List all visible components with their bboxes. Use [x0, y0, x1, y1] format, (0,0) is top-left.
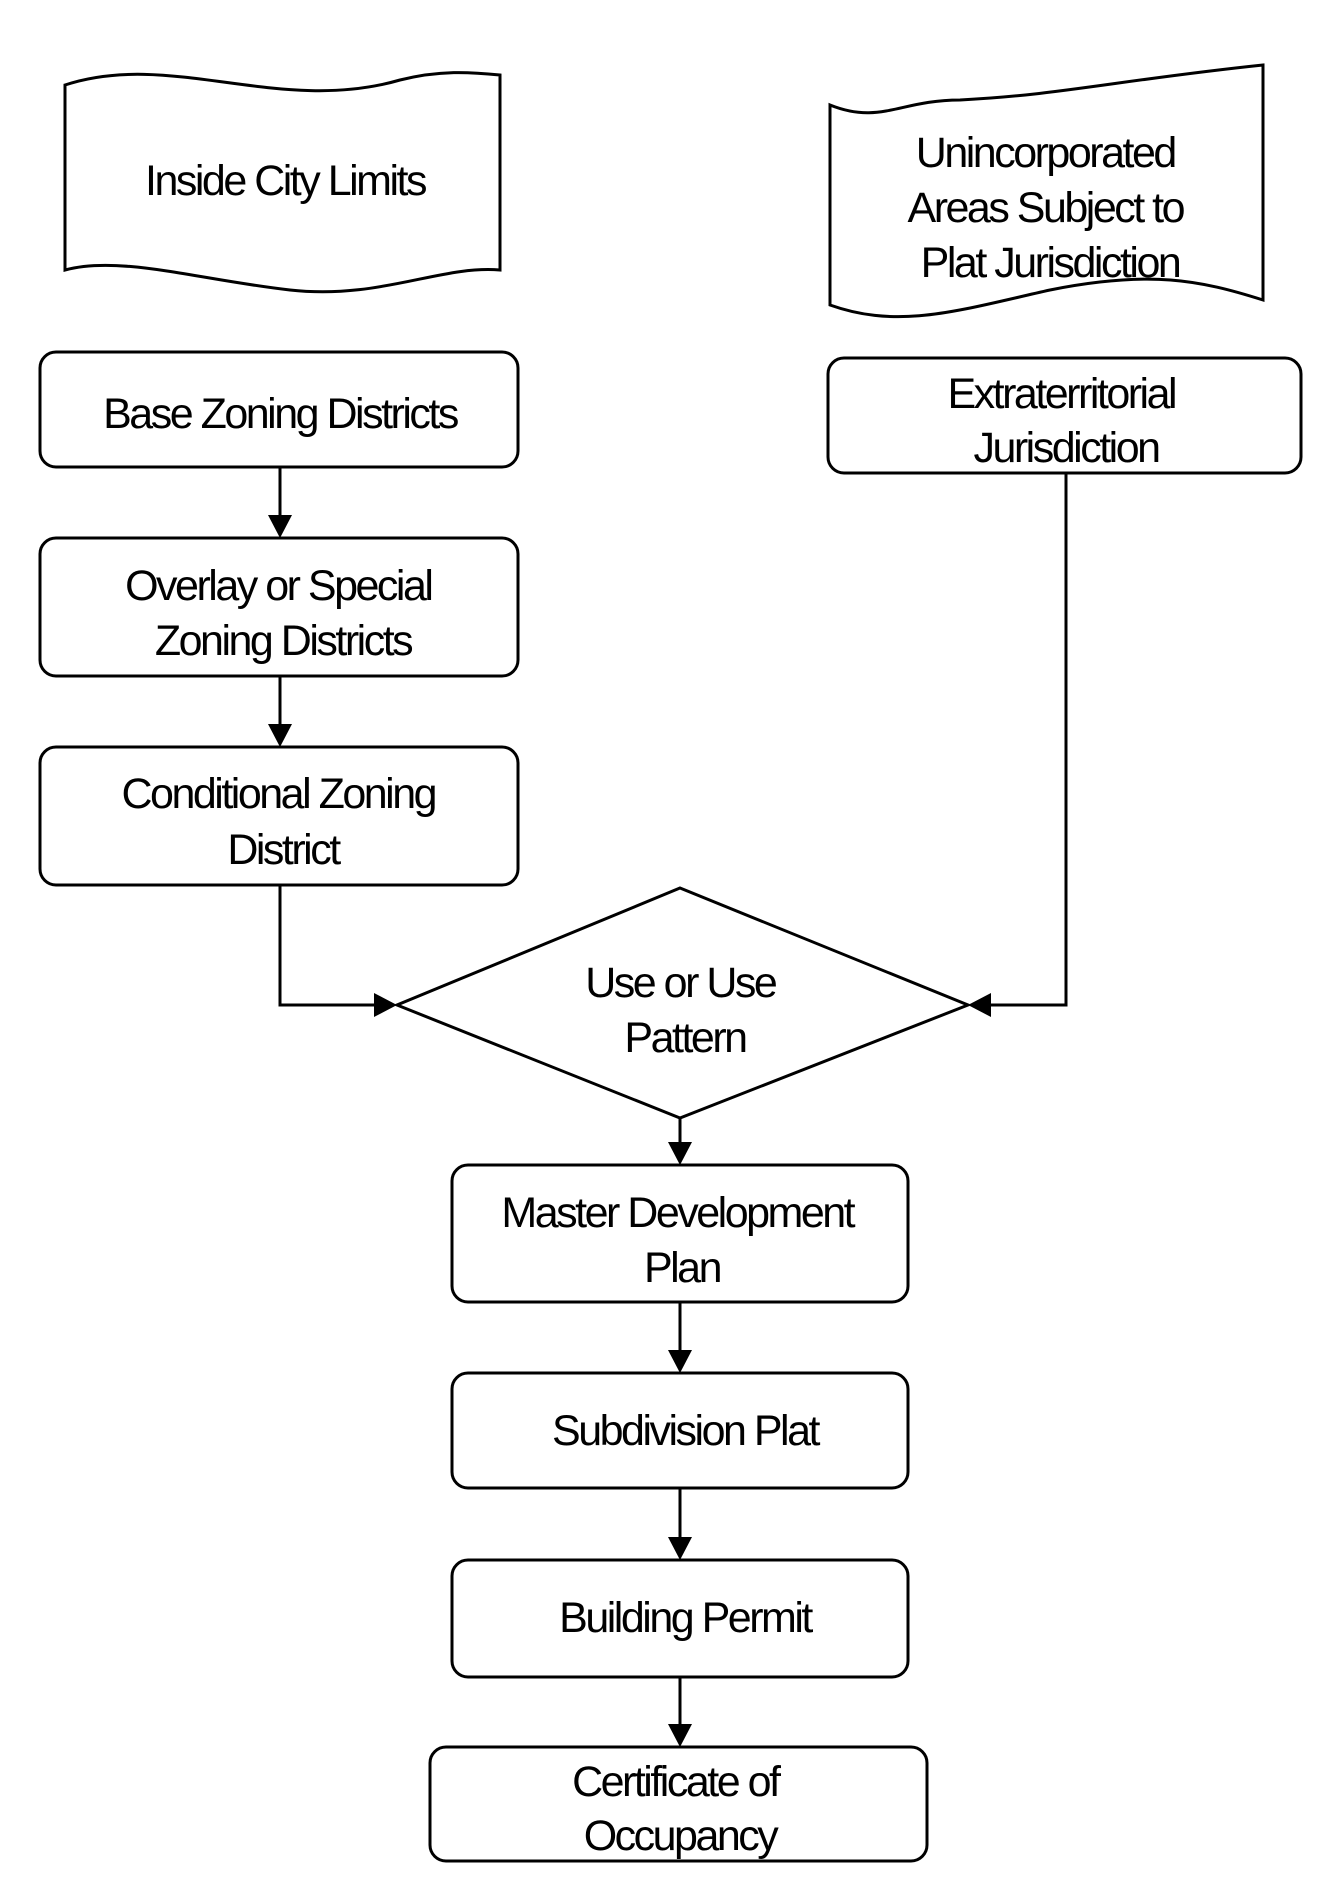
node-base-zoning-districts-label: Base Zoning Districts: [103, 390, 458, 438]
arrowhead-down: [668, 1537, 692, 1560]
node-subdivision-plat: Subdivision Plat: [450, 1371, 910, 1490]
node-use-or-use-pattern: Use or Use Pattern: [393, 886, 973, 1120]
node-use-or-use-pattern-label: Use or Use Pattern: [585, 959, 785, 1062]
arrowhead-down: [268, 515, 292, 538]
arrowhead-down: [668, 1724, 692, 1747]
node-overlay-special-zoning-label: Overlay or Special Zoning Districts: [125, 562, 441, 665]
connector-conditional-to-use: [278, 885, 397, 1017]
connector-overlay-to-conditional: [268, 676, 292, 747]
connector-extraterritorial-to-use: [968, 473, 1068, 1017]
node-unincorporated-areas: Unincorporated Areas Subject to Plat Jur…: [828, 63, 1265, 319]
node-extraterritorial-jurisdiction: Extraterritorial Jurisdiction: [826, 356, 1303, 475]
connector-base-to-overlay: [268, 467, 292, 538]
node-master-development-plan-label: Master Development Plan: [501, 1189, 862, 1292]
arrowhead-down: [268, 724, 292, 747]
node-subdivision-plat-label: Subdivision Plat: [552, 1407, 821, 1455]
connector-building-to-certificate: [668, 1677, 692, 1747]
arrowhead-down: [668, 1350, 692, 1373]
connector-subdivision-to-building: [668, 1488, 692, 1560]
node-overlay-special-zoning: Overlay or Special Zoning Districts: [38, 536, 520, 678]
node-certificate-of-occupancy-label: Certificate of Occupancy: [572, 1758, 788, 1860]
connector-master-to-subdivision: [668, 1302, 692, 1373]
node-inside-city-limits-label: Inside City Limits: [145, 157, 426, 205]
connector-use-to-master: [668, 1118, 692, 1165]
node-conditional-zoning-district: Conditional Zoning District: [38, 745, 520, 887]
arrowhead-down: [668, 1142, 692, 1165]
node-building-permit: Building Permit: [450, 1558, 910, 1679]
node-building-permit-label: Building Permit: [559, 1594, 813, 1642]
node-extraterritorial-jurisdiction-label: Extraterritorial Jurisdiction: [947, 370, 1184, 472]
node-unincorporated-areas-label: Unincorporated Areas Subject to Plat Jur…: [908, 129, 1193, 287]
arrowhead-right: [374, 993, 397, 1017]
arrowhead-left: [968, 993, 991, 1017]
node-inside-city-limits: Inside City Limits: [63, 71, 502, 294]
node-master-development-plan: Master Development Plan: [450, 1163, 910, 1304]
node-certificate-of-occupancy: Certificate of Occupancy: [428, 1745, 929, 1863]
node-conditional-zoning-district-label: Conditional Zoning District: [121, 770, 444, 874]
node-base-zoning-districts: Base Zoning Districts: [38, 350, 520, 469]
